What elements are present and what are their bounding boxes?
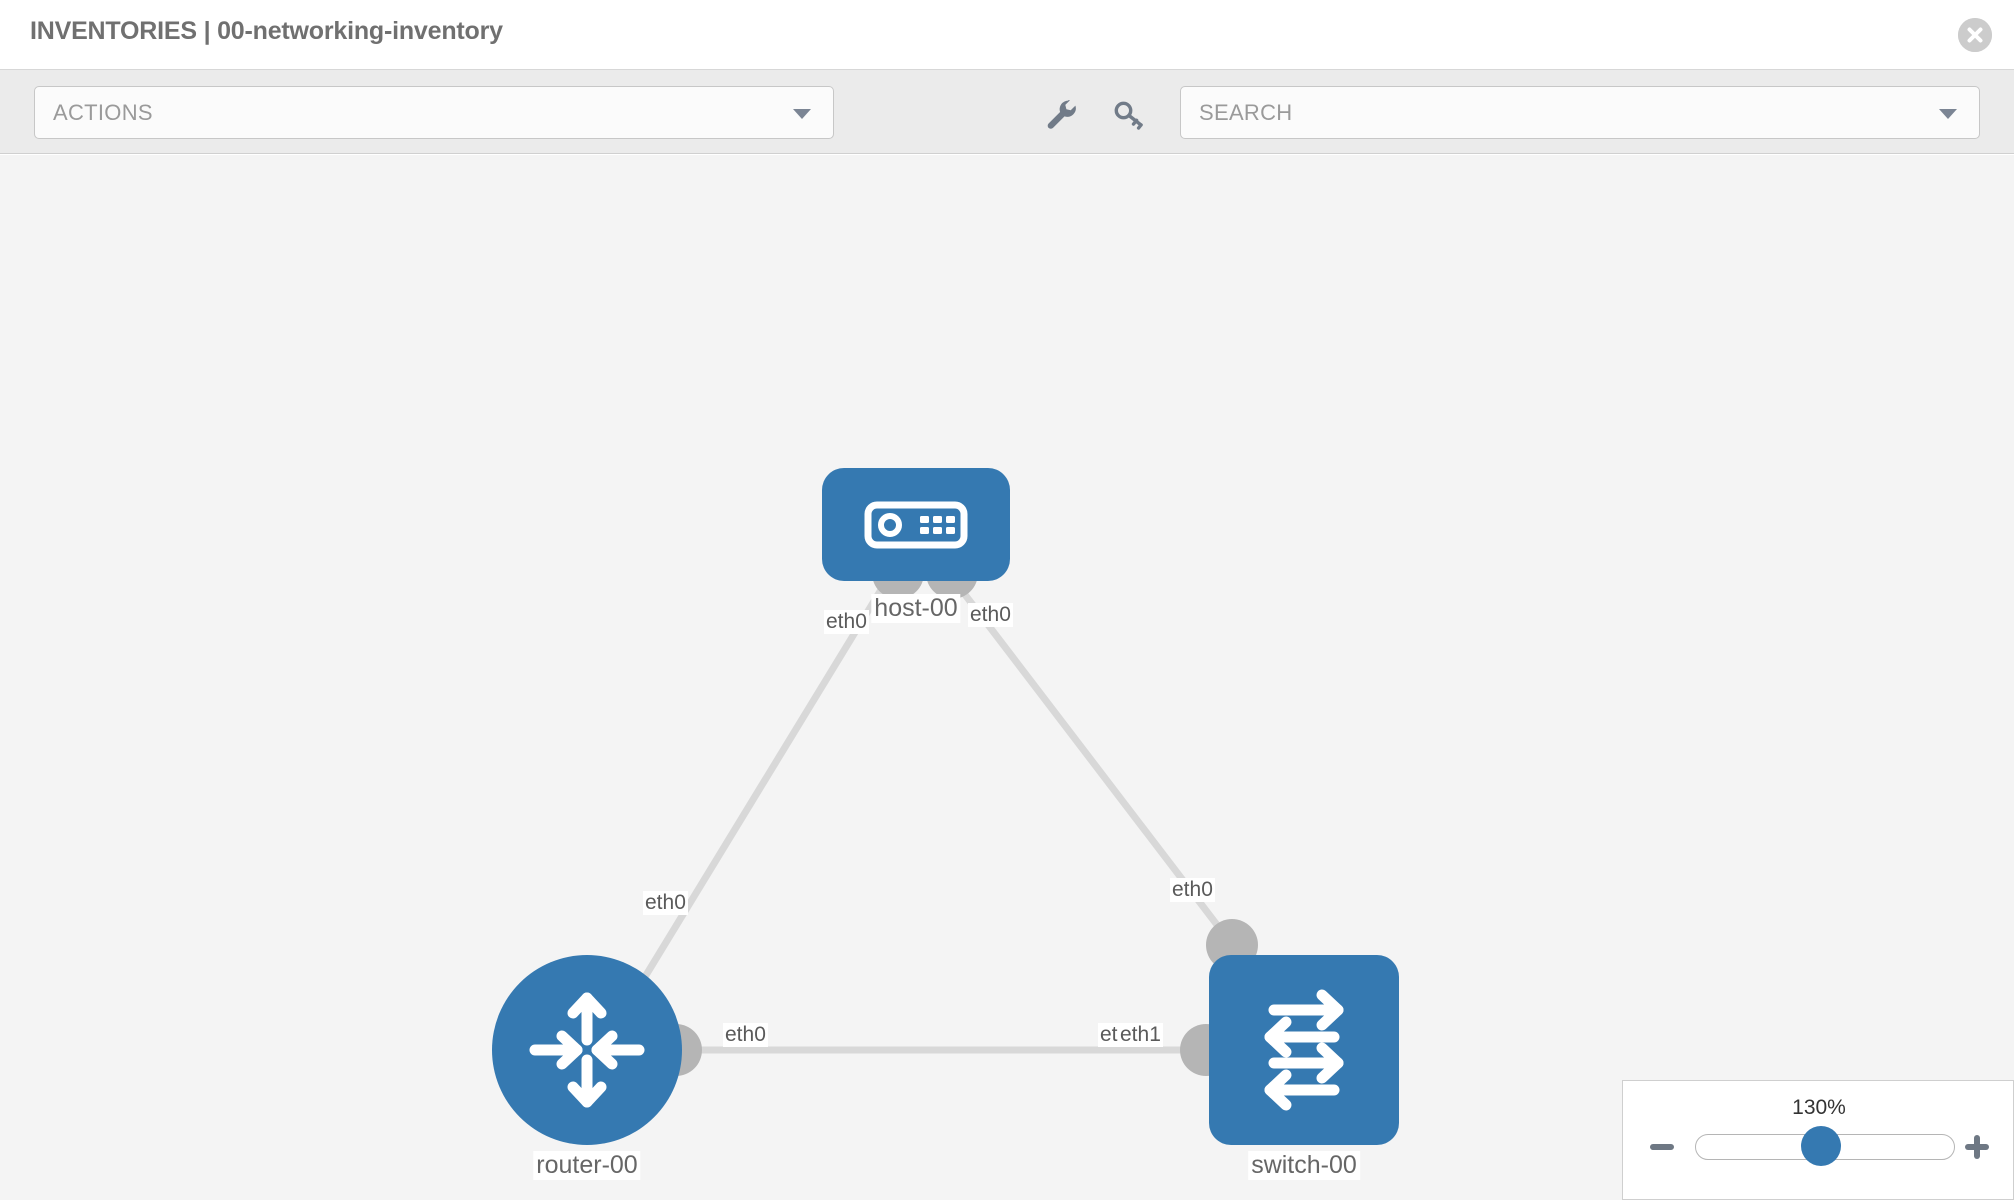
link-label-host-left: eth0 [824,610,869,634]
topology-links [637,547,1258,1076]
topology-node-switch-00[interactable]: switch-00 [1209,955,1399,1180]
node-label-router-00: router-00 [533,1151,641,1180]
plus-icon[interactable] [1964,1134,1990,1165]
chevron-down-icon[interactable] [1939,109,1957,119]
topology-canvas[interactable]: eth0 eth0 eth0 eth0 eth0 eth0 eth1 [0,155,2014,1200]
link-label-host-right: eth0 [968,603,1013,627]
link-label-switch-upper: eth0 [1170,878,1215,902]
node-label-host-00: host-00 [871,594,961,623]
search-input[interactable] [1199,87,1929,138]
key-icon[interactable] [1110,95,1148,133]
minus-icon[interactable] [1649,1134,1675,1165]
node-shape-host [822,468,1010,581]
link-label-switch-left: eth1 [1118,1023,1163,1047]
page-header: INVENTORIES | 00-networking-inventory [0,0,2014,70]
zoom-control-panel: 130% [1622,1080,2014,1200]
topology-node-host-00[interactable]: host-00 [822,468,1010,623]
server-icon [864,501,968,548]
chevron-down-icon [793,109,811,119]
actions-dropdown[interactable]: ACTIONS [34,86,834,139]
search-box[interactable] [1180,86,1980,139]
page-title: INVENTORIES | 00-networking-inventory [30,17,503,45]
zoom-slider-thumb[interactable] [1801,1126,1841,1166]
link-label-router-right: eth0 [723,1023,768,1047]
node-label-switch-00: switch-00 [1248,1151,1360,1180]
topology-node-router-00[interactable]: router-00 [492,955,682,1180]
zoom-level-value: 130% [1792,1096,1846,1119]
toolbar: ACTIONS [0,70,2014,154]
close-icon[interactable] [1958,18,1992,52]
switch-arrows-icon [1264,989,1344,1111]
router-arrows-icon [529,992,645,1108]
actions-dropdown-label: ACTIONS [53,100,153,125]
link-label-router-upper: eth0 [643,891,688,915]
node-shape-router [492,955,682,1145]
wrench-icon[interactable] [1042,95,1080,133]
node-shape-switch [1209,955,1399,1145]
